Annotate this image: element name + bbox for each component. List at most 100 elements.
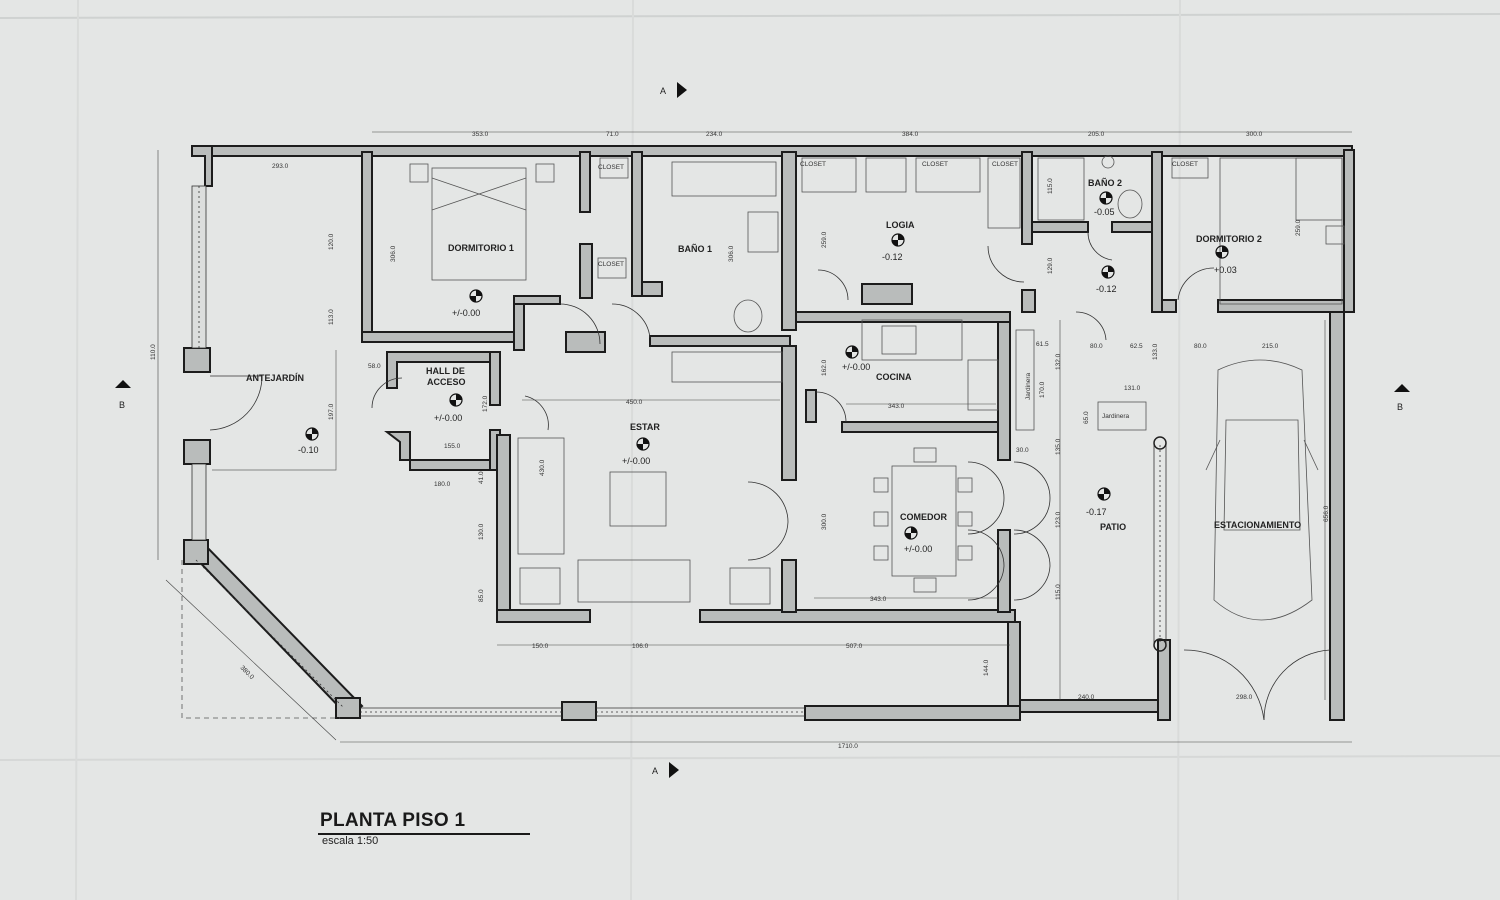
level-marker-icon (449, 393, 463, 407)
dim-text: 135.0 (1055, 438, 1062, 455)
section-arrow-icon (677, 82, 687, 98)
dim-text: 123.0 (1055, 511, 1062, 528)
room-name-hall-2: ACCESO (427, 377, 466, 387)
dimension-texts: 353.0 71.0 234.0 384.0 205.0 300.0 110.0… (150, 131, 1330, 750)
dim-text: 115.0 (1055, 584, 1062, 600)
closet-label: CLOSET (1172, 161, 1198, 168)
level-marker-icon (845, 345, 859, 359)
room-name-estacionamiento: ESTACIONAMIENTO (1214, 520, 1301, 530)
room-level-hall: +/-0.00 (434, 413, 462, 423)
room-level-dormitorio1: +/-0.00 (452, 308, 480, 318)
dim-text: 172.0 (482, 395, 489, 412)
dim-text: 170.0 (1039, 381, 1046, 398)
dim-text: 298.0 (1236, 694, 1253, 701)
dim-text: 205.0 (1088, 131, 1105, 138)
dim-text: 30.0 (1016, 447, 1029, 454)
section-arrow-icon (115, 380, 131, 388)
jardinera-label: Jardinera (1102, 413, 1129, 420)
dim-text: 62.5 (1130, 343, 1143, 350)
room-name-estar: ESTAR (630, 422, 660, 432)
dimension-lines (157, 131, 1352, 743)
dim-text: 215.0 (1262, 343, 1279, 350)
dim-text: 110.0 (150, 344, 157, 360)
closet-label: CLOSET (598, 261, 624, 268)
jardinera-label: Jardinera (1025, 373, 1032, 400)
dim-text: 353.0 (472, 131, 489, 138)
section-arrow-icon (669, 762, 679, 778)
room-name-dormitorio1: DORMITORIO 1 (448, 243, 514, 253)
dim-text: 85.0 (478, 589, 485, 602)
dim-text: 131.0 (1124, 385, 1141, 392)
closet-label: CLOSET (800, 161, 826, 168)
plan-scale: escala 1:50 (322, 835, 379, 847)
level-marker-icon (469, 289, 483, 303)
closet-labels: CLOSET CLOSET CLOSET CLOSET CLOSET CLOSE… (598, 161, 1198, 420)
room-level-comedor: +/-0.00 (904, 544, 932, 554)
dim-text: 430.0 (539, 459, 546, 476)
level-marker-icon (636, 437, 650, 451)
dim-text: 240.0 (1078, 694, 1095, 701)
dim-text: 234.0 (706, 131, 723, 138)
dim-text: 259.0 (1295, 219, 1302, 236)
dim-text: 343.0 (870, 596, 887, 603)
dim-text: 507.0 (846, 643, 863, 650)
section-b-right: B (1397, 402, 1403, 412)
fences (191, 185, 1167, 717)
level-marker-icon (1097, 487, 1111, 501)
room-name-antejardin: ANTEJARDÍN (246, 373, 304, 383)
dim-text: 113.0 (328, 309, 335, 325)
dim-text: 120.0 (328, 233, 335, 250)
room-level-estar: +/-0.00 (622, 456, 650, 466)
section-a-top: A (660, 86, 666, 96)
closet-label: CLOSET (598, 164, 624, 171)
dim-text: 115.0 (1047, 178, 1054, 194)
level-marker-icon (1101, 265, 1115, 279)
dim-text: 58.0 (368, 363, 381, 370)
dim-text: 656.0 (1323, 505, 1330, 522)
dim-text: 155.0 (444, 443, 461, 450)
level-marker-icon (904, 526, 918, 540)
plan-title: PLANTA PISO 1 (320, 810, 466, 831)
paper-fold (75, 0, 79, 900)
dim-text: 144.0 (983, 659, 990, 676)
closet-label: CLOSET (992, 161, 1018, 168)
dim-text: 306.0 (390, 245, 397, 262)
dim-text: 293.0 (272, 163, 289, 170)
level-markers (305, 191, 1229, 540)
room-level-cocina: +/-0.00 (842, 362, 870, 372)
room-name-bano1: BAÑO 1 (678, 244, 712, 254)
corridor-level: -0.12 (1096, 284, 1117, 294)
dim-text: 80.0 (1194, 343, 1207, 350)
room-level-logia: -0.12 (882, 252, 903, 262)
dim-text: 306.0 (728, 245, 735, 262)
dim-text: 130.0 (478, 523, 485, 540)
dim-text: 259.0 (821, 231, 828, 248)
dim-text: 71.0 (606, 131, 619, 138)
level-marker-icon (891, 233, 905, 247)
dim-text: 132.0 (1055, 353, 1062, 370)
dim-text: 129.0 (1047, 257, 1054, 274)
doors (209, 231, 1331, 721)
dim-text: 384.0 (902, 131, 919, 138)
room-name-logia: LOGIA (886, 220, 915, 230)
dim-text: 106.0 (632, 643, 649, 650)
level-marker-icon (305, 427, 319, 441)
room-name-patio: PATIO (1100, 522, 1126, 532)
dim-text: 450.0 (626, 399, 643, 406)
paper-fold (0, 755, 1500, 761)
room-name-bano2: BAÑO 2 (1088, 178, 1122, 188)
room-level-dormitorio2: +0.03 (1214, 265, 1237, 275)
room-labels: DORMITORIO 1 +/-0.00 BAÑO 1 LOGIA -0.12 … (246, 178, 1301, 554)
room-level-bano2: -0.05 (1094, 207, 1115, 217)
dim-text: 343.0 (888, 403, 905, 410)
level-marker-icon (1215, 245, 1229, 259)
furniture (181, 155, 1345, 719)
dim-text: 197.0 (328, 403, 335, 420)
section-arrow-icon (1394, 384, 1410, 392)
section-a-bottom: A (652, 766, 658, 776)
level-marker-icon (1099, 191, 1113, 205)
dim-text: 133.0 (1152, 343, 1159, 360)
dim-text: 162.0 (821, 359, 828, 376)
title-underline (318, 833, 530, 835)
